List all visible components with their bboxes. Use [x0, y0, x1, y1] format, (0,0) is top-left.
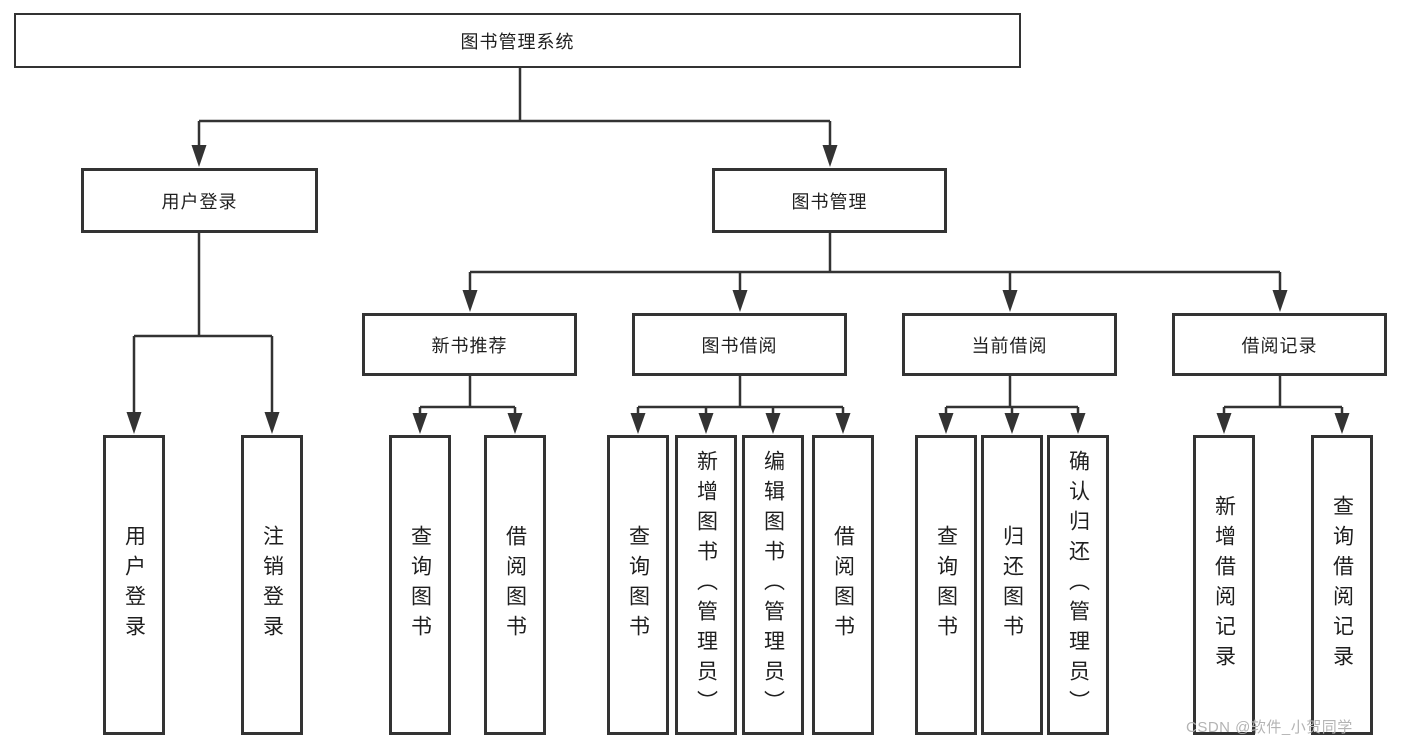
leaf-edit-books-admin: 编辑图书（管理员） [742, 435, 804, 735]
leaf-borrow-books-recommend-label: 借阅图书 [503, 525, 527, 645]
node-borrowing-records: 借阅记录 [1172, 313, 1387, 376]
leaf-user-login: 用户登录 [103, 435, 165, 735]
node-current-borrowing: 当前借阅 [902, 313, 1117, 376]
leaf-logout: 注销登录 [241, 435, 303, 735]
leaf-borrow-books-recommend: 借阅图书 [484, 435, 546, 735]
leaf-query-borrow-record: 查询借阅记录 [1311, 435, 1373, 735]
leaf-query-books-recommend-label: 查询图书 [408, 525, 432, 645]
leaf-add-books-admin-label: 新增图书（管理员） [694, 450, 718, 720]
leaf-query-books-borrowing: 查询图书 [607, 435, 669, 735]
leaf-confirm-return-admin-label: 确认归还（管理员） [1066, 450, 1090, 720]
leaf-query-books-recommend: 查询图书 [389, 435, 451, 735]
leaf-query-borrow-record-label: 查询借阅记录 [1330, 495, 1354, 675]
leaf-query-books-borrowing-label: 查询图书 [626, 525, 650, 645]
leaf-edit-books-admin-label: 编辑图书（管理员） [761, 450, 785, 720]
node-library-management-system: 图书管理系统 [14, 13, 1021, 68]
node-book-borrowing: 图书借阅 [632, 313, 847, 376]
leaf-logout-label: 注销登录 [260, 525, 284, 645]
leaf-return-books-label: 归还图书 [1000, 525, 1024, 645]
node-book-management: 图书管理 [712, 168, 947, 233]
leaf-add-books-admin: 新增图书（管理员） [675, 435, 737, 735]
leaf-add-borrow-record-label: 新增借阅记录 [1212, 495, 1236, 675]
leaf-query-books-current: 查询图书 [915, 435, 977, 735]
leaf-borrow-books: 借阅图书 [812, 435, 874, 735]
leaf-user-login-label: 用户登录 [122, 525, 146, 645]
node-user-login: 用户登录 [81, 168, 318, 233]
leaf-confirm-return-admin: 确认归还（管理员） [1047, 435, 1109, 735]
node-new-book-recommend: 新书推荐 [362, 313, 577, 376]
connector-path [132, 68, 1344, 415]
watermark: CSDN @软件_小贺同学 [1186, 719, 1353, 736]
leaf-return-books: 归还图书 [981, 435, 1043, 735]
leaf-borrow-books-label: 借阅图书 [831, 525, 855, 645]
leaf-query-books-current-label: 查询图书 [934, 525, 958, 645]
arrowheads [126, 145, 1350, 434]
leaf-add-borrow-record: 新增借阅记录 [1193, 435, 1255, 735]
